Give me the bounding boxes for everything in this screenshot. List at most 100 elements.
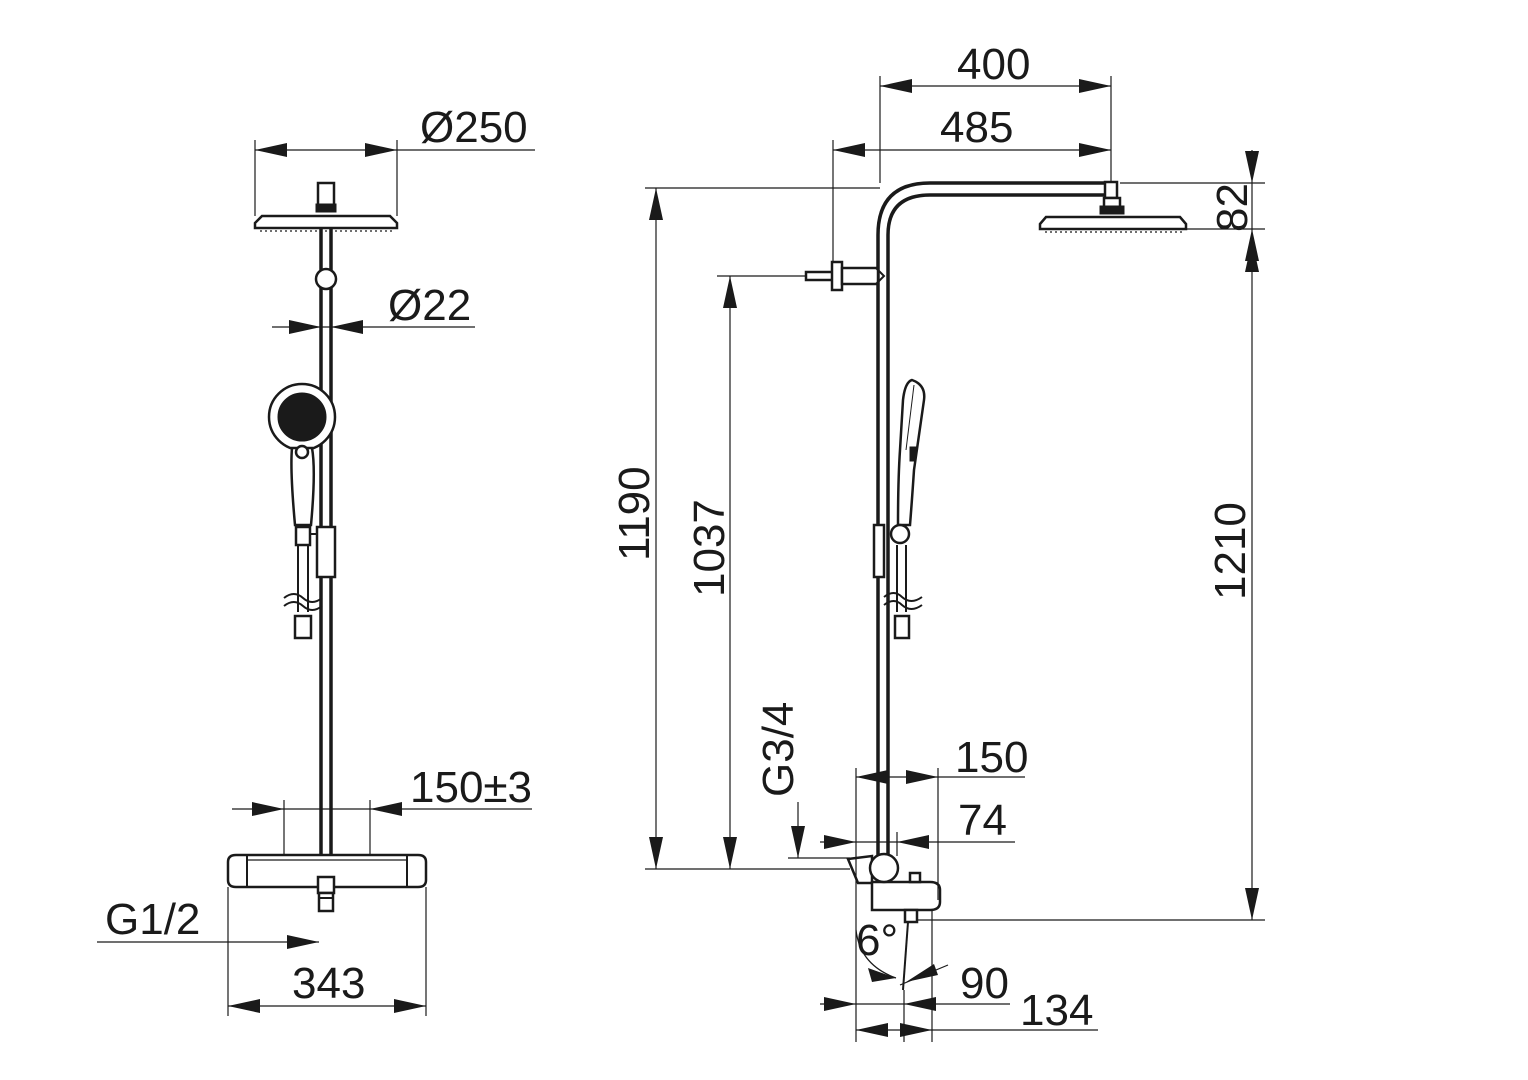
side-bracket-screw [804, 270, 836, 282]
dim-label: Ø22 [388, 281, 471, 330]
dim-arrow [1079, 79, 1111, 93]
side-hand-shower-button [909, 446, 917, 462]
dim-arrow [880, 79, 912, 93]
side-spout-body [870, 880, 942, 912]
dim-head-diameter: Ø250 [254, 103, 535, 216]
dim-arrow [649, 837, 663, 869]
front-outlet-top [316, 875, 336, 895]
dim-arrow [904, 997, 936, 1011]
dim-label: G3/4 [754, 702, 803, 797]
front-pipe-joint [314, 267, 338, 291]
dim-mixer-width: 343 [227, 887, 427, 1016]
dim-label: 485 [940, 103, 1013, 152]
side-view: 400 485 82 1210 [610, 40, 1265, 1042]
front-mixer-body [226, 853, 428, 889]
side-overhead-shower-head [1038, 196, 1188, 233]
leader-arrow [287, 935, 319, 949]
dim-arrow [331, 320, 363, 334]
dim-label: 82 [1208, 183, 1257, 232]
side-riser-inner [886, 193, 1108, 860]
front-head-nut [315, 203, 337, 213]
dim-label: 343 [292, 959, 365, 1008]
dim-spout-angle: 6° [855, 916, 949, 986]
side-mixer-wall-plate [846, 854, 874, 885]
dim-arrow [897, 835, 929, 849]
dim-arrow [723, 837, 737, 869]
side-hand-shower-holder [889, 523, 911, 545]
dim-outlet-height: 1210 [918, 240, 1265, 921]
dim-arrow [824, 997, 856, 1011]
dim-label: 150 [955, 733, 1028, 782]
front-hose [283, 545, 323, 640]
dim-pipe-diameter: Ø22 [272, 281, 475, 334]
dim-arrow [1245, 240, 1259, 272]
dim-wall-offset-150: 150 [855, 733, 1028, 1042]
side-spout-outlet [903, 908, 919, 924]
dim-arrow [833, 143, 865, 157]
front-overhead-shower-head [253, 181, 399, 232]
dim-arrow [900, 1023, 932, 1037]
side-bracket-arm [840, 266, 880, 286]
dim-wall-offset-74: 74 [820, 796, 1015, 856]
dim-label: Ø250 [420, 103, 528, 152]
side-hand-shower-face [905, 384, 915, 451]
dim-arrow [649, 188, 663, 220]
side-hose-break-top [883, 592, 923, 602]
side-hose-nut [893, 614, 911, 640]
side-slider [872, 523, 886, 579]
dim-arrow [1079, 143, 1111, 157]
side-head-disc [1038, 215, 1188, 231]
dim-arrow [289, 320, 321, 334]
side-spout-diverter [908, 871, 922, 884]
dim-arrow [228, 999, 260, 1013]
dim-label: 90 [960, 959, 1009, 1008]
front-head-disc [253, 214, 399, 230]
dim-connection-spacing: 150±3 [232, 763, 532, 855]
dim-label: 400 [957, 40, 1030, 89]
front-hose-break-bottom [283, 601, 323, 611]
angle-arc [855, 929, 897, 979]
front-hand-shower-nozzles [277, 392, 327, 442]
dim-total-height: 1190 [610, 187, 880, 870]
dim-label: G1/2 [105, 895, 200, 944]
dim-arrow [394, 999, 426, 1013]
dim-arm-length: 400 [879, 40, 1112, 183]
side-arm-end [1103, 180, 1119, 200]
dim-label: 1190 [610, 466, 659, 561]
front-hand-shower-handle [290, 446, 316, 527]
front-hand-shower [267, 382, 337, 547]
front-slider [315, 525, 337, 579]
leader-arrow [791, 826, 805, 858]
dim-outlet-thread: G1/2 [97, 895, 319, 949]
front-hose-break-top [283, 593, 323, 603]
dim-arrow [1245, 151, 1259, 183]
dim-bracket-height: 1037 [685, 275, 806, 869]
dim-spout-depth-134: 134 [856, 910, 1098, 1042]
side-spout-angle-line [902, 921, 909, 991]
front-outlet-thread [317, 891, 335, 913]
front-hand-shower-button [294, 444, 310, 460]
dim-arrow [365, 143, 397, 157]
front-head-connector [316, 181, 336, 209]
side-riser-outer [876, 181, 1108, 860]
dim-label: 74 [958, 796, 1007, 845]
dim-arrow [723, 276, 737, 308]
dim-arrow [255, 143, 287, 157]
dim-arrow [370, 802, 402, 816]
dim-arm-reach: 485 [832, 103, 1111, 262]
front-view: Ø250 Ø22 150±3 G1/2 [97, 103, 535, 1016]
front-hose-nut [293, 614, 313, 640]
dim-label: 150±3 [410, 763, 532, 812]
side-hand-shower [889, 378, 926, 545]
side-mixer-handle [868, 852, 900, 884]
side-bracket-plate [830, 260, 844, 292]
dim-label: 6° [856, 916, 898, 965]
dim-arrow [252, 802, 284, 816]
dim-label: 1210 [1206, 502, 1255, 600]
side-head-nut [1099, 205, 1125, 215]
dim-arrow [856, 770, 888, 784]
dim-arrow [856, 1023, 888, 1037]
side-hose [883, 545, 923, 640]
dim-arrow [906, 770, 938, 784]
